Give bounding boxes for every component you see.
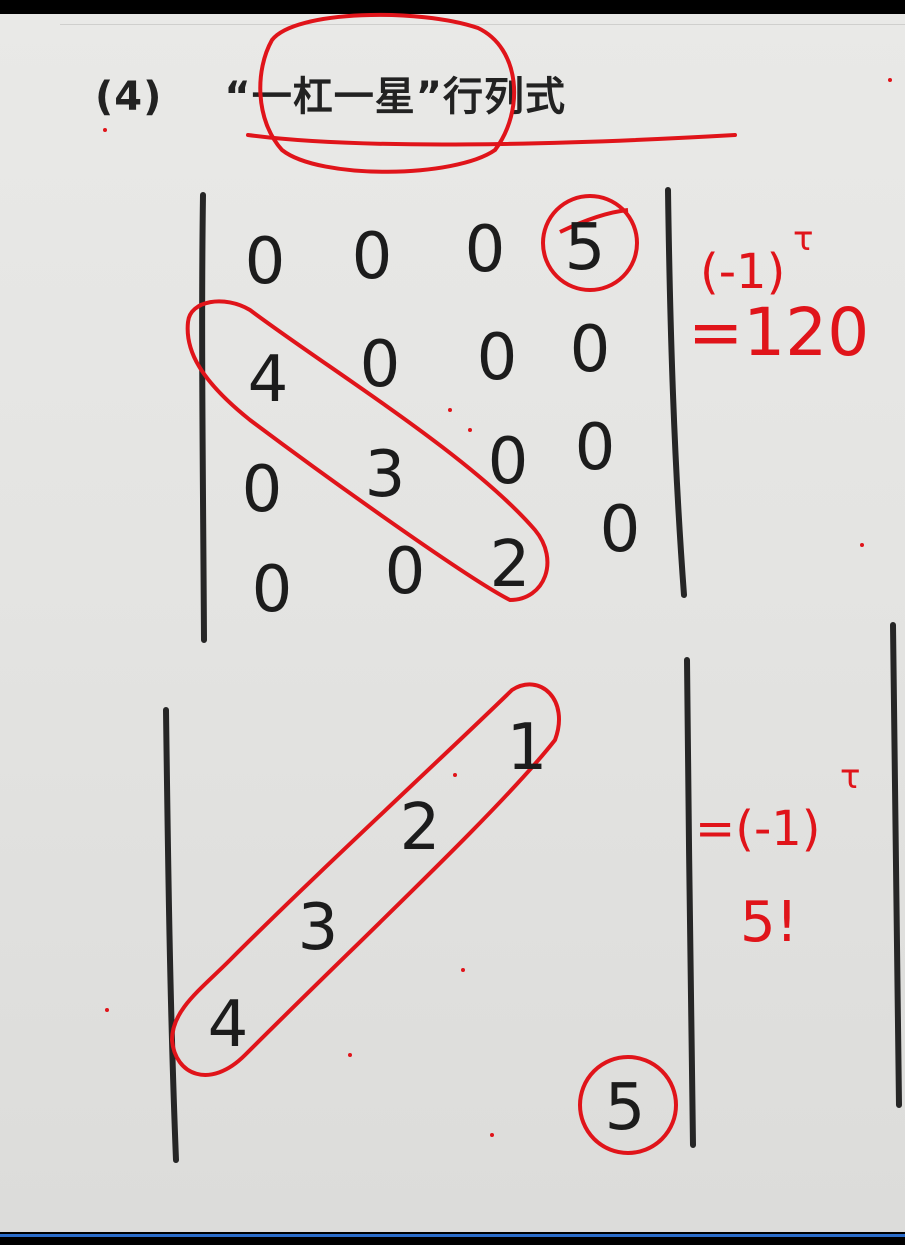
section-heading: (4) “一杠一星”行列式 [95,64,566,124]
video-progress-bar[interactable] [0,1232,905,1245]
diagonal-entry-1: 1 [506,711,548,785]
matrix-cell-r2c4: 0 [569,313,611,387]
next-matrix-bar [890,622,902,1108]
matrix-cell-r4c4: 0 [599,493,641,567]
heading-open-quote: “ [224,74,252,120]
matrix-cell-r2c2: 0 [359,328,401,402]
matrix-cell-r1c3: 0 [464,213,506,287]
top-exponent: τ [793,219,814,259]
matrix-cell-r2c3: 0 [476,321,518,395]
matrix-cell-r1c1: 0 [244,225,286,299]
bottom-left-bar [163,707,179,1163]
matrix-cell-r2c1: 4 [247,343,289,417]
heading-number: (4) [95,74,163,120]
matrix-cell-r3c3: 0 [487,425,529,499]
video-progress-fill [0,1234,905,1237]
diagonal-entry-2: 2 [399,791,441,865]
matrix-cell-r4c1: 0 [251,553,293,627]
whiteboard [0,14,905,1232]
five-strike [559,208,629,234]
corner-five-circle [578,1055,678,1155]
diagonal-entry-4: 4 [207,988,249,1062]
top-diagonal-loop [185,299,550,603]
heading-suffix: 行列式 [443,74,566,120]
matrix-cell-r4c3: 2 [489,528,531,602]
corner-entry-5: 5 [604,1071,646,1145]
heading-close-quote: ” [415,74,443,120]
matrix-cell-r3c4: 0 [574,411,616,485]
top-right-bar [665,187,687,598]
heading-circle [258,12,516,174]
bottom-right-bar [684,657,696,1148]
matrix-cell-r1c2: 0 [351,220,393,294]
matrix-cell-r3c2: 3 [364,438,406,512]
heading-underline [246,133,737,147]
bottom-sign: =(-1) [695,801,821,857]
top-sign: (-1) [700,244,786,300]
matrix-cell-r1c4: 5 [564,211,606,285]
bottom-exponent: τ [840,757,861,797]
top-left-bar [199,192,207,643]
bottom-diagonal-loop [169,682,561,1077]
bottom-factorial: 5! [740,890,799,955]
matrix-cell-r3c1: 0 [241,453,283,527]
heading-quoted-term: 一杠一星 [251,74,416,120]
top-result: =120 [688,294,870,371]
top-rule [60,24,905,25]
five-circle [541,194,639,292]
matrix-cell-r4c2: 0 [384,535,426,609]
diagonal-entry-3: 3 [297,891,339,965]
